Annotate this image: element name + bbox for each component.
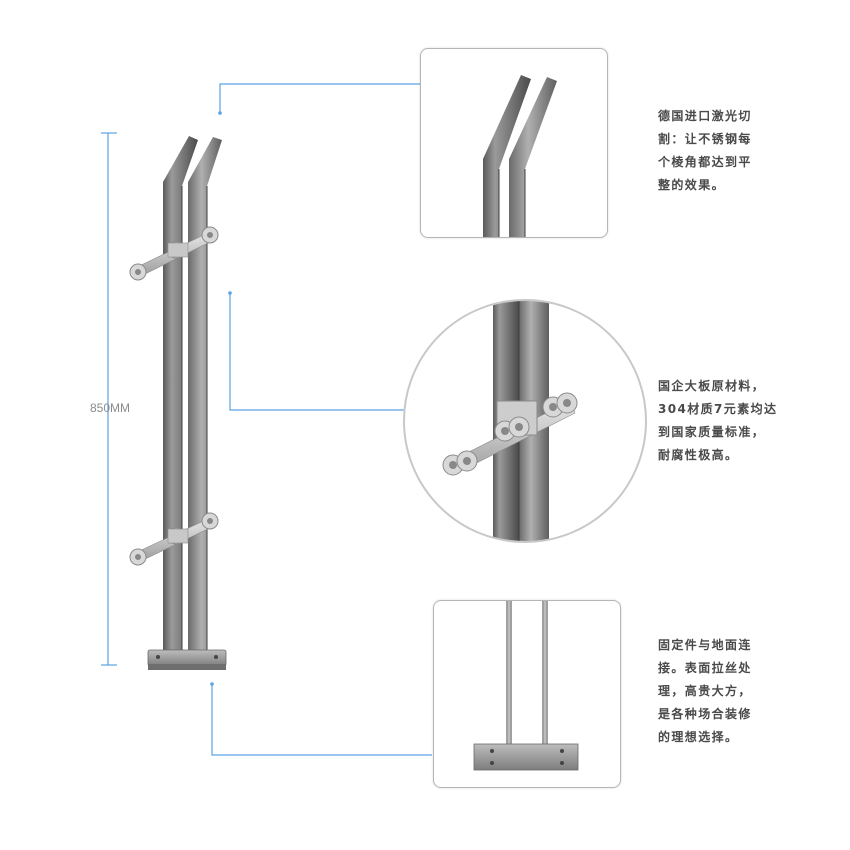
detail-image-top xyxy=(420,48,608,238)
glass-clamp-upper xyxy=(129,226,219,281)
detail-image-middle xyxy=(403,299,647,543)
leader-line-middle xyxy=(228,291,406,411)
detail-image-bottom xyxy=(433,600,621,788)
dimension-line xyxy=(101,132,117,666)
glass-clamp-lower xyxy=(129,512,219,566)
callout-text-base: 固定件与地面连 接。表面拉丝处 理，高贵大方， 是各种场合装修 的理想选择。 xyxy=(658,638,752,744)
railing-post xyxy=(147,136,227,670)
leader-line-bottom xyxy=(210,682,432,756)
dimension-label: 850MM xyxy=(90,401,131,415)
callout-text-laser-cut: 德国进口激光切 割：让不锈钢每 个棱角都达到平 整的效果。 xyxy=(658,109,752,192)
leader-line-top xyxy=(218,83,420,115)
callout-text-material: 国企大板原材料， 304材质7元素均达 到国家质量标准， 耐腐性极高。 xyxy=(658,379,778,462)
